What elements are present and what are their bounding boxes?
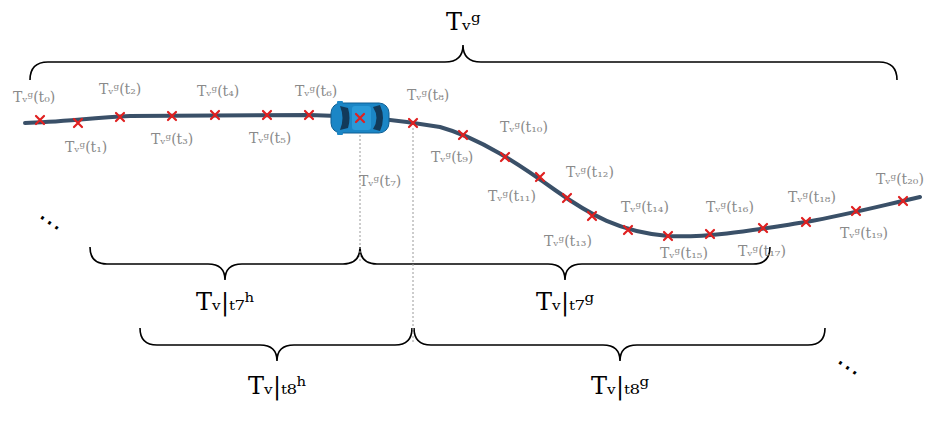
sample-markers <box>36 111 907 240</box>
point-label: Tᵥᵍ(t₈) <box>407 88 449 103</box>
brace-label: Tᵥᵍ <box>446 9 481 35</box>
point-label: Tᵥᵍ(t₁₄) <box>621 200 669 215</box>
guide-lines <box>360 128 413 343</box>
point-label: Tᵥᵍ(t₁₈) <box>788 190 836 205</box>
brace-label: Tᵥ|ₜ₈ᵍ <box>591 373 649 399</box>
guide-line <box>413 128 414 343</box>
point-label: Tᵥᵍ(t₁₆) <box>706 200 754 215</box>
brace-label: Tᵥ|ₜ₇ᵍ <box>536 289 594 315</box>
car-icon <box>331 101 389 135</box>
point-label: Tᵥᵍ(t₁₀) <box>500 120 548 135</box>
point-label: Tᵥᵍ(t₁₃) <box>544 234 592 249</box>
ellipsis-mark: ⋯ <box>31 203 69 241</box>
history-brace-t8 <box>140 328 412 361</box>
future-brace-t7 <box>360 247 770 280</box>
point-label: Tᵥᵍ(t₅) <box>249 131 291 146</box>
point-label: Tᵥᵍ(t₂) <box>99 82 141 97</box>
braces <box>30 45 897 361</box>
guide-line <box>360 135 361 262</box>
point-label: Tᵥᵍ(t₆) <box>295 84 337 99</box>
point-label: Tᵥᵍ(t₁₂) <box>566 165 614 180</box>
point-label: Tᵥᵍ(t₇) <box>359 174 401 189</box>
point-label: Tᵥᵍ(t₁₇) <box>738 244 786 259</box>
future-brace-t8 <box>414 328 825 361</box>
brace-label: Tᵥ|ₜ₇ʰ <box>196 289 255 315</box>
point-label: Tᵥᵍ(t₀) <box>13 90 55 105</box>
point-label: Tᵥᵍ(t₁₉) <box>840 226 888 241</box>
history-brace-t7 <box>90 247 360 280</box>
brace-label: Tᵥ|ₜ₈ʰ <box>248 373 307 399</box>
ellipsis-mark: ⋯ <box>829 348 867 386</box>
point-label: Tᵥᵍ(t₂₀) <box>876 172 924 187</box>
point-label: Tᵥᵍ(t₉) <box>431 150 473 165</box>
point-label: Tᵥᵍ(t₁₁) <box>488 189 536 204</box>
point-label: Tᵥᵍ(t₁) <box>65 140 107 155</box>
point-label: Tᵥᵍ(t₄) <box>197 84 239 99</box>
top-brace <box>30 45 897 80</box>
trajectory-line <box>25 115 920 236</box>
point-label: Tᵥᵍ(t₃) <box>151 132 193 147</box>
point-label: Tᵥᵍ(t₁₅) <box>660 246 708 261</box>
